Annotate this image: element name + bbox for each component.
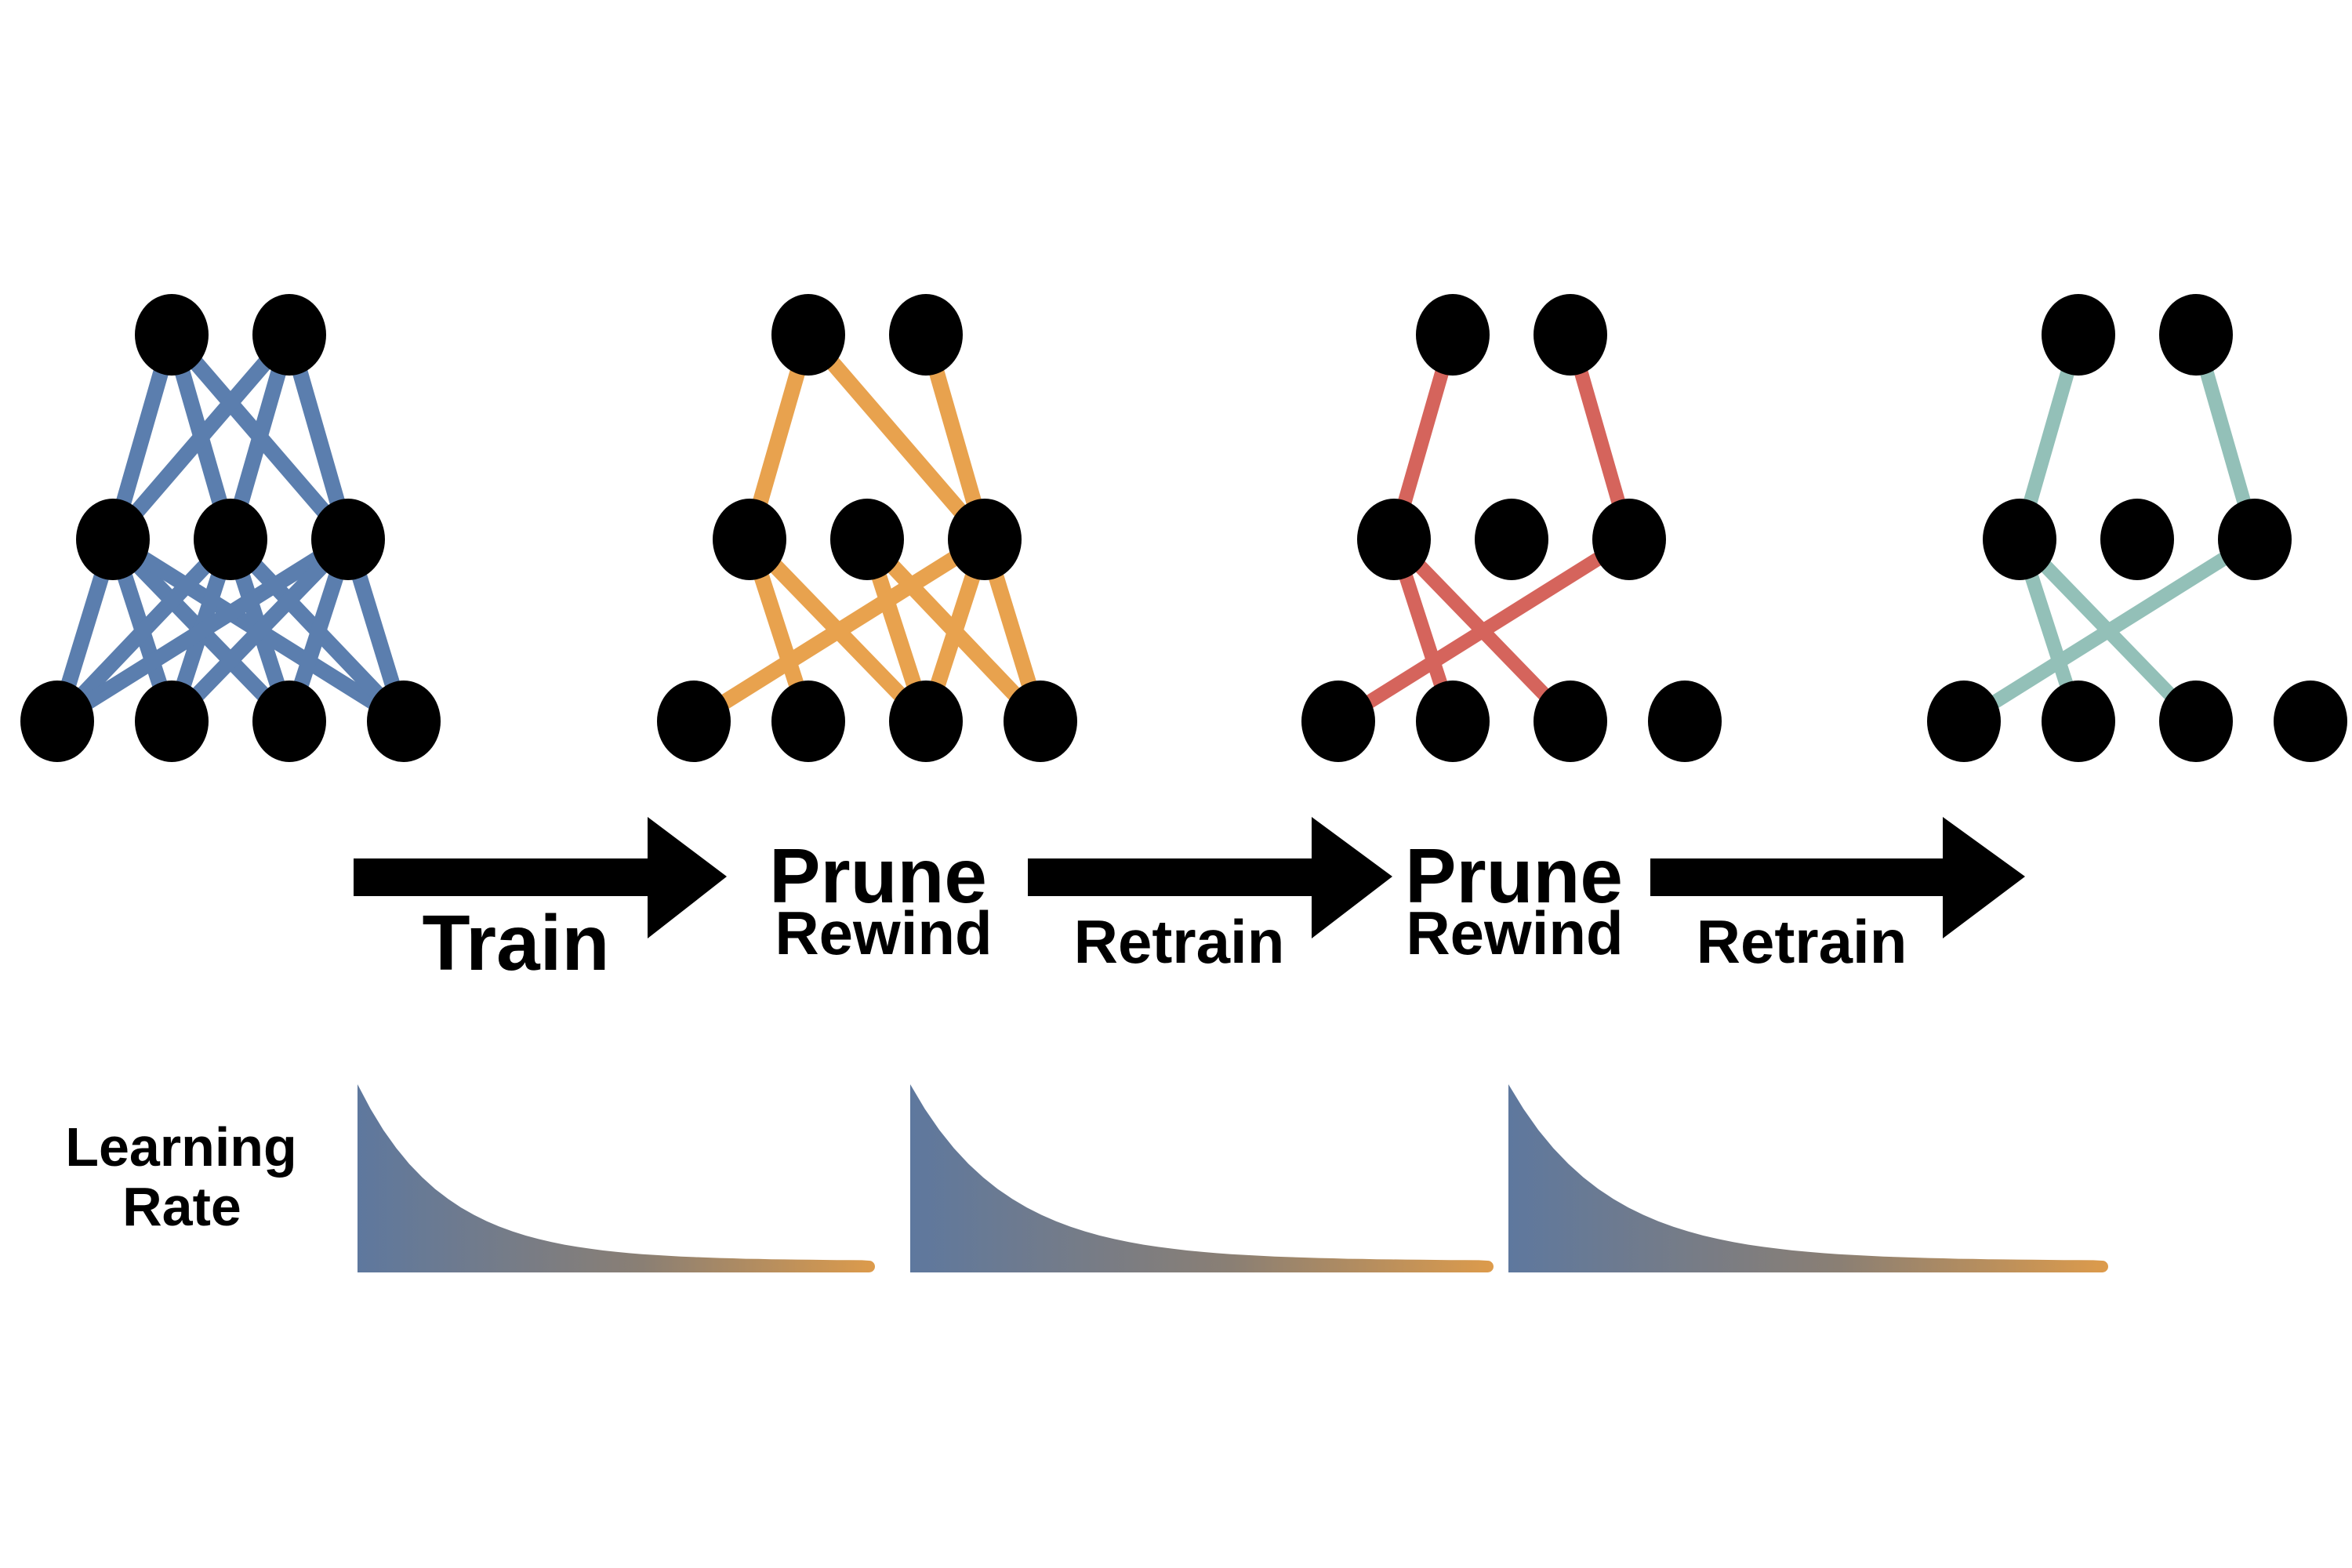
connection bbox=[165, 534, 354, 727]
rewind-label-2: Rewind bbox=[1406, 898, 1623, 967]
train-label: Train bbox=[423, 899, 610, 987]
neuron-node bbox=[657, 681, 731, 762]
prune-label-2: Prune bbox=[1405, 833, 1623, 919]
flow-arrow-2 bbox=[1028, 817, 1392, 938]
neuron-node bbox=[1416, 681, 1490, 762]
flow-arrow-1 bbox=[354, 817, 727, 938]
rewind-label-1: Rewind bbox=[775, 898, 992, 967]
neuron-node bbox=[20, 681, 94, 762]
connection bbox=[107, 329, 296, 545]
neuron-node bbox=[2159, 294, 2233, 376]
neuron-node bbox=[2100, 499, 2174, 580]
connection bbox=[1960, 533, 2259, 728]
prune-label-1: Prune bbox=[769, 833, 987, 919]
neuron-node bbox=[1004, 681, 1077, 762]
neuron-node bbox=[1592, 499, 1666, 580]
connection bbox=[51, 534, 237, 727]
neuron-node bbox=[1475, 499, 1548, 580]
connection bbox=[1334, 533, 1633, 728]
flow-arrow-3 bbox=[1650, 817, 2025, 938]
neuron-node bbox=[2218, 499, 2292, 580]
neuron-node bbox=[311, 499, 385, 580]
neuron-node bbox=[1534, 294, 1607, 376]
neuron-node bbox=[713, 499, 786, 580]
neuron-node bbox=[2274, 681, 2347, 762]
learning-rate-curve-1 bbox=[358, 1084, 875, 1272]
neuron-node bbox=[135, 294, 209, 376]
neuron-node bbox=[889, 681, 963, 762]
retrain-label-2: Retrain bbox=[1697, 907, 1907, 976]
neuron-node bbox=[830, 499, 904, 580]
neuron-node bbox=[135, 681, 209, 762]
flow-arrows-layer bbox=[354, 817, 2025, 938]
network-pruned-2 bbox=[1301, 294, 1722, 762]
neuron-node bbox=[948, 499, 1022, 580]
neuron-node bbox=[252, 294, 326, 376]
neuron-node bbox=[252, 681, 326, 762]
neuron-node bbox=[771, 294, 845, 376]
neuron-node bbox=[76, 499, 150, 580]
neuron-node bbox=[367, 681, 441, 762]
networks-layer bbox=[20, 294, 2347, 762]
learning-rate-curve-3 bbox=[1508, 1084, 2109, 1272]
neuron-node bbox=[1648, 681, 1722, 762]
learning-rate-label-line1: Learning bbox=[65, 1116, 297, 1178]
neuron-node bbox=[1927, 681, 2001, 762]
neuron-node bbox=[1983, 499, 2056, 580]
connection bbox=[689, 532, 989, 728]
neuron-node bbox=[771, 681, 845, 762]
network-pruned-1 bbox=[657, 294, 1077, 762]
learning-rate-label-line2: Rate bbox=[122, 1176, 241, 1237]
neuron-node bbox=[1534, 681, 1607, 762]
network-pruned-3 bbox=[1927, 294, 2347, 762]
connection bbox=[53, 532, 353, 728]
neuron-node bbox=[889, 294, 963, 376]
connection bbox=[802, 329, 991, 545]
neuron-node bbox=[194, 499, 267, 580]
neuron-node bbox=[1416, 294, 1490, 376]
learning-rate-curves-layer bbox=[358, 1084, 2109, 1272]
network-dense bbox=[20, 294, 441, 762]
neuron-node bbox=[1301, 681, 1375, 762]
neuron-node bbox=[1357, 499, 1431, 580]
neuron-node bbox=[2159, 681, 2233, 762]
learning-rate-curve-2 bbox=[910, 1084, 1494, 1272]
retrain-label-1: Retrain bbox=[1074, 907, 1285, 976]
neuron-node bbox=[2042, 294, 2115, 376]
neuron-node bbox=[2042, 681, 2115, 762]
